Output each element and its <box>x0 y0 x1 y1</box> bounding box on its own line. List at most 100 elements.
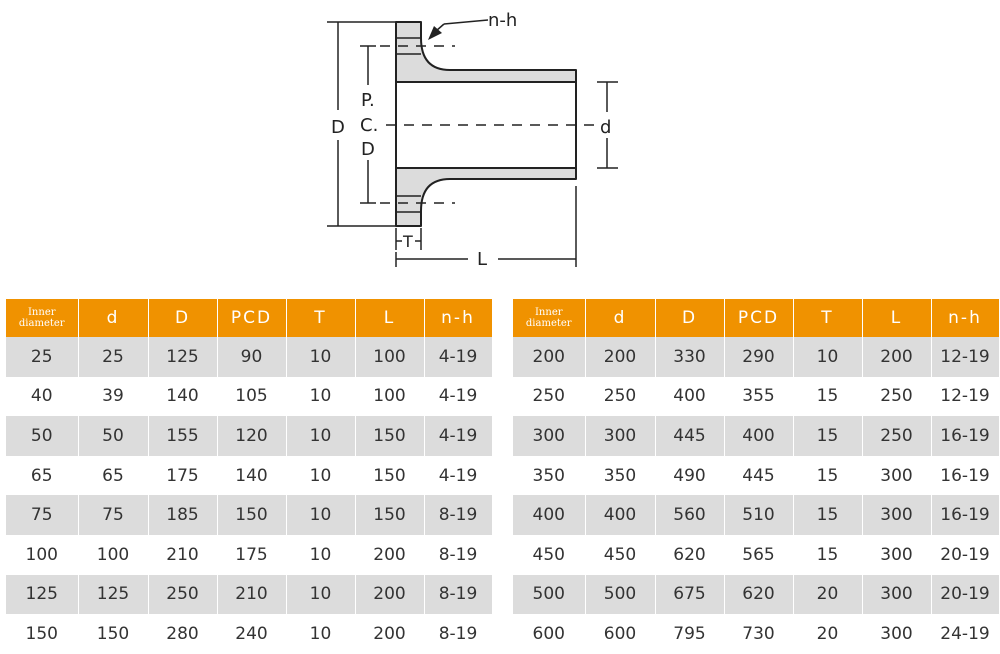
table-cell: 300 <box>862 574 932 615</box>
table-cell: 200 <box>355 614 425 654</box>
table-cell: 100 <box>78 534 149 575</box>
flange-lower-section <box>395 167 577 227</box>
table-cell: 50 <box>6 416 79 456</box>
label-nh: n-h <box>488 10 517 31</box>
label-d: d <box>600 117 611 138</box>
table-cell: 4-19 <box>424 337 493 377</box>
table-cell: 15 <box>793 376 863 417</box>
table-cell: 355 <box>724 376 794 417</box>
table-cell: 65 <box>6 455 79 496</box>
table-cell: 300 <box>585 416 656 456</box>
table-cell: 250 <box>862 416 932 456</box>
table-cell: 240 <box>217 614 287 654</box>
table-cell: 140 <box>148 376 218 417</box>
flange-diagram: n-h D P. C. D d T L <box>327 10 618 270</box>
table-cell: 400 <box>585 495 656 535</box>
header-D: D <box>148 299 218 337</box>
table-cell: 10 <box>286 337 356 377</box>
table-cell: 4-19 <box>424 455 493 496</box>
table-cell: 20 <box>793 574 863 615</box>
table-cell: 10 <box>286 495 356 535</box>
center-lines <box>380 45 598 204</box>
table-cell: 15 <box>793 455 863 496</box>
table-cell: 560 <box>655 495 725 535</box>
table-cell: 8-19 <box>424 534 493 575</box>
table-cell: 250 <box>513 376 586 417</box>
table-cell: 795 <box>655 614 725 654</box>
table-header-row: Inner diameter d D PCD T L n-h <box>513 299 1000 337</box>
header-T: T <box>286 299 356 337</box>
table-cell: 10 <box>286 534 356 575</box>
table-cell: 16-19 <box>931 495 1000 535</box>
table-cell: 300 <box>862 614 932 654</box>
table-cell: 125 <box>6 574 79 615</box>
table-cell: 20-19 <box>931 574 1000 615</box>
table-cell: 120 <box>217 416 287 456</box>
header-d: d <box>585 299 656 337</box>
table-cell: 8-19 <box>424 614 493 654</box>
table-cell: 350 <box>513 455 586 496</box>
table-cell: 250 <box>148 574 218 615</box>
table-cell: 125 <box>78 574 149 615</box>
table-cell: 8-19 <box>424 495 493 535</box>
table-cell: 200 <box>355 534 425 575</box>
table-cell: 290 <box>724 337 794 377</box>
nh-leader-arrow <box>428 19 489 40</box>
table-cell: 600 <box>513 614 586 654</box>
table-header-row: Inner diameter d D PCD T L n-h <box>6 299 493 337</box>
table-cell: 50 <box>78 416 149 456</box>
table-cell: 150 <box>6 614 79 654</box>
table-cell: 10 <box>286 574 356 615</box>
table-cell: 300 <box>513 416 586 456</box>
table-cell: 10 <box>793 337 863 377</box>
table-cell: 400 <box>655 376 725 417</box>
table-cell: 500 <box>585 574 656 615</box>
table-cell: 600 <box>585 614 656 654</box>
table-cell: 140 <box>217 455 287 496</box>
table-cell: 210 <box>217 574 287 615</box>
label-pcd-d: D <box>361 139 375 160</box>
table-cell: 350 <box>585 455 656 496</box>
table-cell: 150 <box>217 495 287 535</box>
header-nh: n-h <box>931 299 1000 337</box>
table-cell: 10 <box>286 455 356 496</box>
table-cell: 400 <box>513 495 586 535</box>
table-cell: 40 <box>6 376 79 417</box>
table-cell: 150 <box>355 455 425 496</box>
table-cell: 620 <box>724 574 794 615</box>
header-inner-diameter: Inner diameter <box>6 299 79 337</box>
table-cell: 330 <box>655 337 725 377</box>
header-d: d <box>78 299 149 337</box>
table-cell: 510 <box>724 495 794 535</box>
table-cell: 10 <box>286 614 356 654</box>
table-cell: 210 <box>148 534 218 575</box>
flange-part <box>395 21 577 227</box>
table-cell: 450 <box>585 534 656 575</box>
table-cell: 250 <box>862 376 932 417</box>
table-cell: 4-19 <box>424 376 493 417</box>
table-cell: 675 <box>655 574 725 615</box>
table-cell: 280 <box>148 614 218 654</box>
table-cell: 500 <box>513 574 586 615</box>
table-cell: 150 <box>78 614 149 654</box>
label-pcd-c: C. <box>360 115 378 136</box>
header-T: T <box>793 299 863 337</box>
table-cell: 300 <box>862 534 932 575</box>
table-cell: 300 <box>862 495 932 535</box>
header-pcd: PCD <box>724 299 794 337</box>
table-cell: 4-19 <box>424 416 493 456</box>
table-cell: 10 <box>286 376 356 417</box>
table-cell: 250 <box>585 376 656 417</box>
table-cell: 175 <box>148 455 218 496</box>
dimension-lines <box>327 21 618 267</box>
